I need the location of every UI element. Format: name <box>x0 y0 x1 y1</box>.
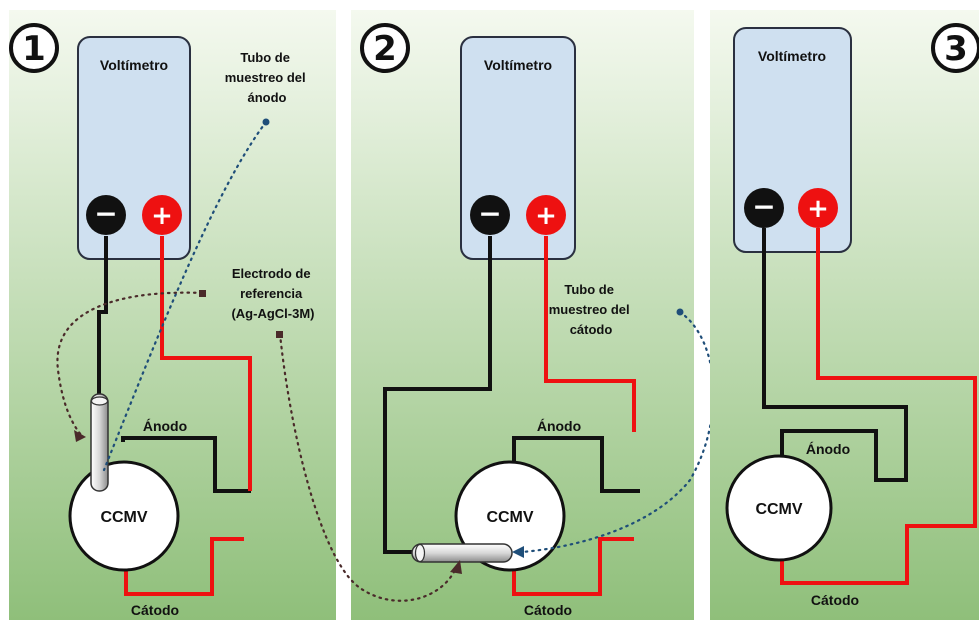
ccmv-cell-2 <box>454 460 566 572</box>
negative-terminal-2-sign: − <box>478 197 501 230</box>
ccmv-label-3: CCMV <box>755 501 802 518</box>
reference-electrode-label-line-2: referencia <box>240 286 303 301</box>
panel-2-number: 2 <box>373 29 397 69</box>
anode-label-2: Ánodo <box>537 418 581 434</box>
anode-tube-label-line-2: muestreo del <box>225 70 306 85</box>
reference-electrode-label: Electrodo de referencia (Ag-AgCl-3M) <box>231 266 314 321</box>
cathode-tube-leader-arrow-2 <box>512 546 524 558</box>
positive-terminal-1 <box>142 195 182 235</box>
negative-terminal-1-sign: − <box>94 197 117 230</box>
electrode-leader-arrow-1 <box>74 430 86 442</box>
panel-2-number-badge <box>360 23 410 73</box>
panel-3: 3 Voltímetro CCMV − + Ánodo Cátodo <box>710 10 979 620</box>
cathode-tube-label-line-3: cátodo <box>570 322 613 337</box>
voltmeter-3-label: Voltímetro <box>758 48 826 64</box>
cathode-label-2: Cátodo <box>524 602 572 618</box>
ccmv-label-1: CCMV <box>100 509 147 526</box>
reference-electrode-label-line-3: (Ag-AgCl-3M) <box>231 306 314 321</box>
positive-terminal-3-sign: + <box>807 194 829 224</box>
anode-label-3: Ánodo <box>806 441 850 457</box>
panel-1: 1 Voltímetro CCMV − + Tubo de muestreo d… <box>9 10 336 620</box>
cathode-tube-label-line-2: muestreo del <box>549 302 630 317</box>
sampling-tube-1 <box>90 393 109 492</box>
ccmv-label-2: CCMV <box>486 509 533 526</box>
cathode-label-1: Cátodo <box>131 602 179 618</box>
electrode-leader-1 <box>56 291 204 438</box>
anode-tube-label-line-3: ánodo <box>248 90 287 105</box>
anode-wire-1 <box>121 436 251 493</box>
anode-tube-label: Tubo de muestreo del ánodo <box>225 50 310 105</box>
electrode-leader-arrow-2 <box>450 560 462 574</box>
sampling-tube-1-opening <box>90 396 109 406</box>
anode-wire-2 <box>512 436 640 493</box>
voltmeter-1-label: Voltímetro <box>100 57 168 73</box>
anode-tube-leader-dot-1 <box>262 118 270 126</box>
voltmeter-2-label: Voltímetro <box>484 57 552 73</box>
ccmv-cell-3 <box>725 454 833 562</box>
positive-wire-1 <box>160 236 252 491</box>
positive-terminal-2-sign: + <box>535 201 557 231</box>
negative-wire-1 <box>97 236 108 398</box>
cathode-wire-2 <box>512 537 634 596</box>
positive-terminal-1-sign: + <box>151 201 173 231</box>
negative-terminal-3 <box>744 188 784 228</box>
cathode-tube-leader-dot-2 <box>676 308 684 316</box>
anode-tube-label-line-1: Tubo de <box>240 50 290 65</box>
panel-1-number: 1 <box>22 29 46 69</box>
negative-wire-2 <box>383 236 492 554</box>
negative-terminal-1 <box>86 195 126 235</box>
electrode-leader-box-1 <box>199 290 206 297</box>
circuit-wire-3 <box>762 228 908 482</box>
positive-wire-2 <box>544 236 636 432</box>
anode-tube-leader-1 <box>102 120 268 472</box>
negative-terminal-3-sign: − <box>752 190 775 223</box>
panel-3-number: 3 <box>944 29 968 69</box>
cathode-tube-leader-2 <box>520 310 715 554</box>
positive-terminal-2 <box>526 195 566 235</box>
cathode-wire-1 <box>124 537 244 596</box>
anode-label-1: Ánodo <box>143 418 187 434</box>
negative-terminal-2 <box>470 195 510 235</box>
panel-1-number-badge <box>9 23 59 73</box>
panel-3-number-badge <box>931 23 979 73</box>
positive-cathode-wire-3 <box>780 228 977 585</box>
reference-electrode-label-line-1: Electrodo de <box>232 266 311 281</box>
cathode-tube-label-line-1: Tubo de <box>564 282 614 297</box>
cathode-tube-label: Tubo de muestreo del cátodo <box>549 282 634 337</box>
panel-2: 2 Voltímetro CCMV − + Tubo de muestreo d… <box>276 10 715 620</box>
cathode-label-3: Cátodo <box>811 592 859 608</box>
positive-terminal-3 <box>798 188 838 228</box>
electrode-leader-box-2 <box>276 331 283 338</box>
sampling-tube-2-opening <box>414 543 426 563</box>
sampling-tube-2 <box>411 543 513 563</box>
